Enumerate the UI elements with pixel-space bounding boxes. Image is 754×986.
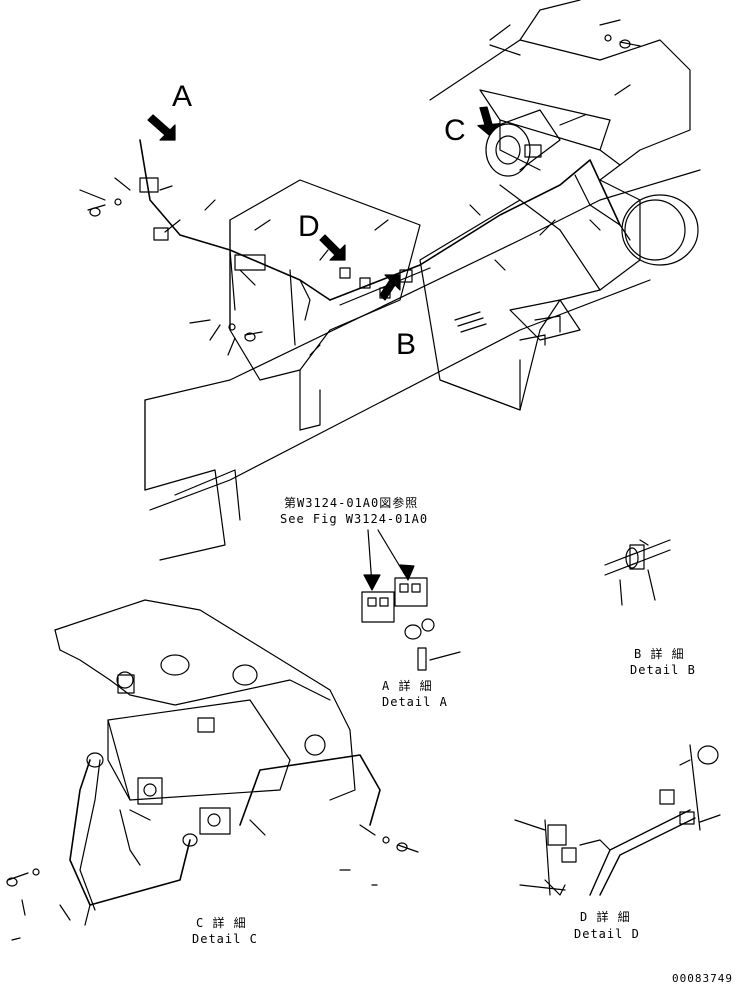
detail-c-label-en: Detail C — [192, 932, 258, 946]
detail-a-label-jp: A 詳 細 — [382, 679, 433, 693]
callout-a: A — [172, 80, 193, 113]
detail-b-label-en: Detail B — [630, 663, 696, 677]
detail-c-label-jp: C 詳 細 — [196, 916, 247, 930]
callout-b: B — [396, 328, 417, 361]
reference-note-en: See Fig W3124-01A0 — [280, 512, 429, 526]
callout-c: C — [444, 114, 466, 147]
detail-d-label-jp: D 詳 細 — [580, 910, 631, 924]
detail-c-drawing — [6, 599, 419, 941]
detail-a-drawing — [361, 529, 461, 671]
main-frame-assembly — [79, 0, 701, 561]
detail-b-label-jp: B 詳 細 — [634, 647, 685, 661]
detail-d-label-en: Detail D — [574, 927, 640, 941]
reference-note-jp: 第W3124-01A0図参照 — [284, 496, 419, 510]
detail-a-label-en: Detail A — [382, 695, 448, 709]
drawing-number: 00083749 — [672, 972, 733, 985]
detail-b-drawing — [604, 539, 671, 606]
detail-d-drawing — [514, 744, 721, 896]
callout-d: D — [298, 210, 320, 243]
